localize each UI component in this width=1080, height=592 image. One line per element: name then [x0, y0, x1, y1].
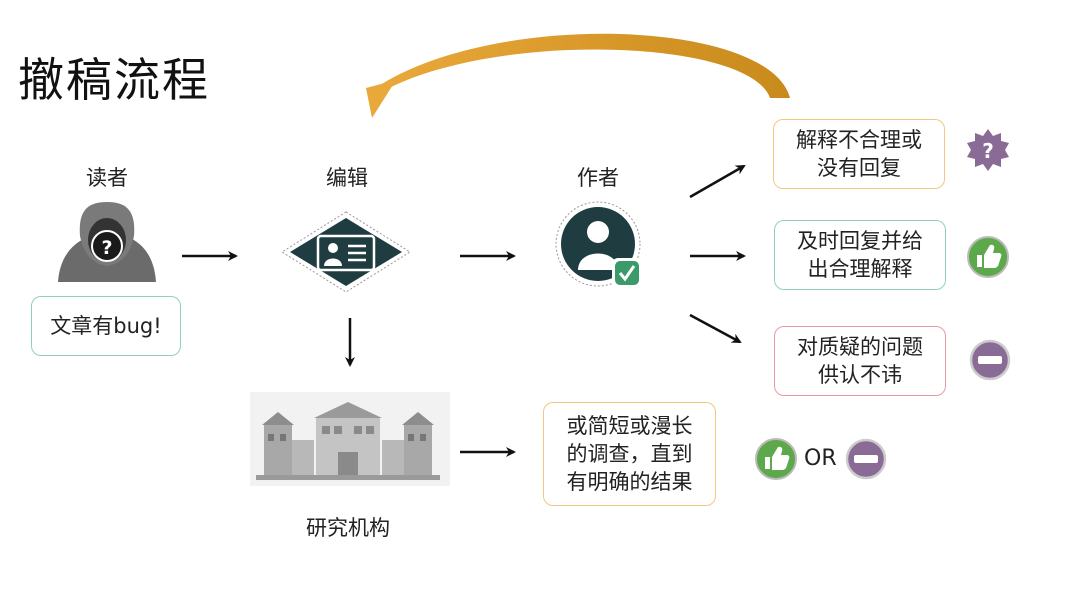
- minus-badge-icon: [969, 339, 1011, 381]
- user-check-icon: [555, 201, 642, 288]
- page-title: 撤稿流程: [18, 53, 210, 107]
- reader-claim-box: 文章有bug!: [31, 296, 181, 356]
- investigation-text: 或简短或漫长 的调查，直到 有明确的结果: [566, 414, 693, 494]
- question-gear-badge-icon: ?: [967, 129, 1009, 171]
- admit-box: 对质疑的问题 供认不讳: [774, 326, 946, 396]
- feedback-curve-arrow: [366, 33, 790, 118]
- admit-text: 对质疑的问题 供认不讳: [797, 335, 923, 387]
- node-label-reader: 读者: [86, 166, 128, 190]
- svg-text:?: ?: [982, 139, 994, 163]
- reader-claim-text: 文章有bug!: [50, 314, 162, 338]
- node-label-editor: 编辑: [326, 166, 368, 190]
- arrow-author-admit: [689, 313, 742, 344]
- building-icon: [250, 392, 450, 486]
- investigation-box: 或简短或漫长 的调查，直到 有明确的结果: [543, 402, 716, 506]
- or-label: OR: [804, 446, 837, 471]
- timely-text: 及时回复并给 出合理解释: [797, 229, 923, 281]
- arrow-author-unreasonable: [689, 164, 746, 199]
- id-card-diamond-icon: [281, 211, 411, 293]
- timely-box: 及时回复并给 出合理解释: [774, 220, 946, 290]
- unreasonable-text: 解释不合理或 没有回复: [796, 128, 922, 180]
- minus-badge-icon: [845, 438, 887, 480]
- hooded-person-question-icon: ?: [58, 202, 156, 282]
- svg-text:?: ?: [101, 237, 112, 259]
- node-label-author: 作者: [577, 166, 619, 190]
- unreasonable-box: 解释不合理或 没有回复: [773, 119, 945, 189]
- thumbs-up-badge-icon: [967, 236, 1009, 278]
- thumbs-up-badge-icon: [755, 438, 797, 480]
- node-label-institution: 研究机构: [306, 516, 390, 540]
